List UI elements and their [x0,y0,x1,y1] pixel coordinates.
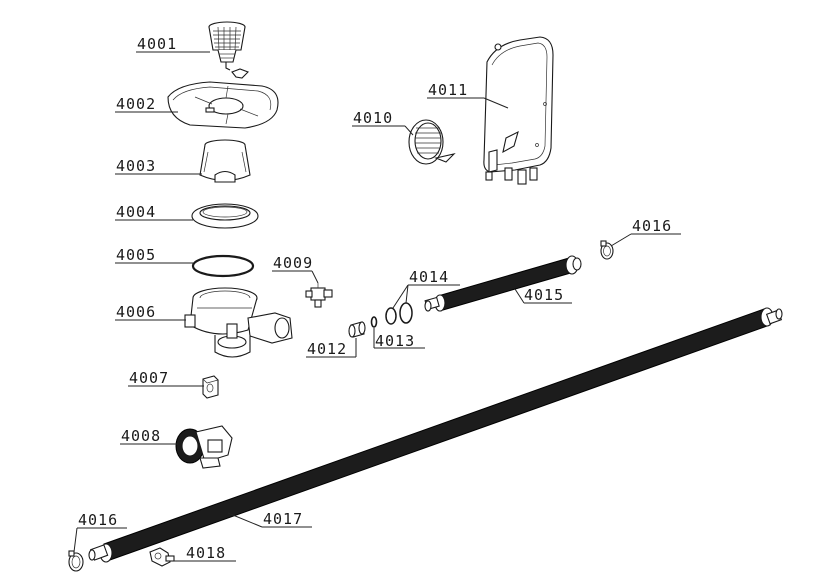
label-4016b: 4016 [78,511,118,529]
leader-4009-d [311,270,319,284]
leader-4014-d2 [405,284,409,304]
part-4017-long-hose [88,307,783,563]
label-4005: 4005 [116,246,156,264]
part-4008-pump [175,425,233,469]
part-4006-sump [184,287,293,358]
part-4015-hose [424,255,582,312]
part-4001-filter [208,21,249,79]
part-4010-vent [408,119,456,165]
label-4002: 4002 [116,95,156,113]
part-4014-seals [385,302,413,325]
part-4002-plate [167,81,279,129]
label-4009: 4009 [273,254,313,272]
label-4010: 4010 [353,109,393,127]
leader-4011-d [483,97,509,109]
part-4016-clamp-lower [68,550,84,572]
label-4014: 4014 [409,268,449,286]
label-4017: 4017 [263,510,303,528]
part-4018-clip [149,547,175,567]
part-4016-clamp-upper [600,240,614,260]
label-4013: 4013 [375,332,415,350]
label-4011: 4011 [428,81,468,99]
label-4012: 4012 [307,340,347,358]
part-4012-bushing [348,321,366,338]
part-4004-ring [191,203,259,229]
label-4016a: 4016 [632,217,672,235]
part-4007-block [202,375,219,399]
label-4015: 4015 [524,286,564,304]
label-4003: 4003 [116,157,156,175]
leader-4010-d [404,125,414,136]
label-4018: 4018 [186,544,226,562]
part-4011-tank [483,36,554,185]
part-4009-valve [305,283,333,308]
leader-4015-d [514,288,525,304]
label-4008: 4008 [121,427,161,445]
leader-4014-d1 [392,284,409,309]
leader-4016b-v [73,527,78,553]
label-4001: 4001 [137,35,177,53]
leader-4017-d [227,512,263,528]
label-4006: 4006 [116,303,156,321]
part-4003-cone [199,139,251,183]
label-4004: 4004 [116,203,156,221]
label-4007: 4007 [129,369,169,387]
leader-4016a-d [610,233,632,247]
part-4013-ring [370,316,378,328]
part-4005-oring [191,254,255,278]
